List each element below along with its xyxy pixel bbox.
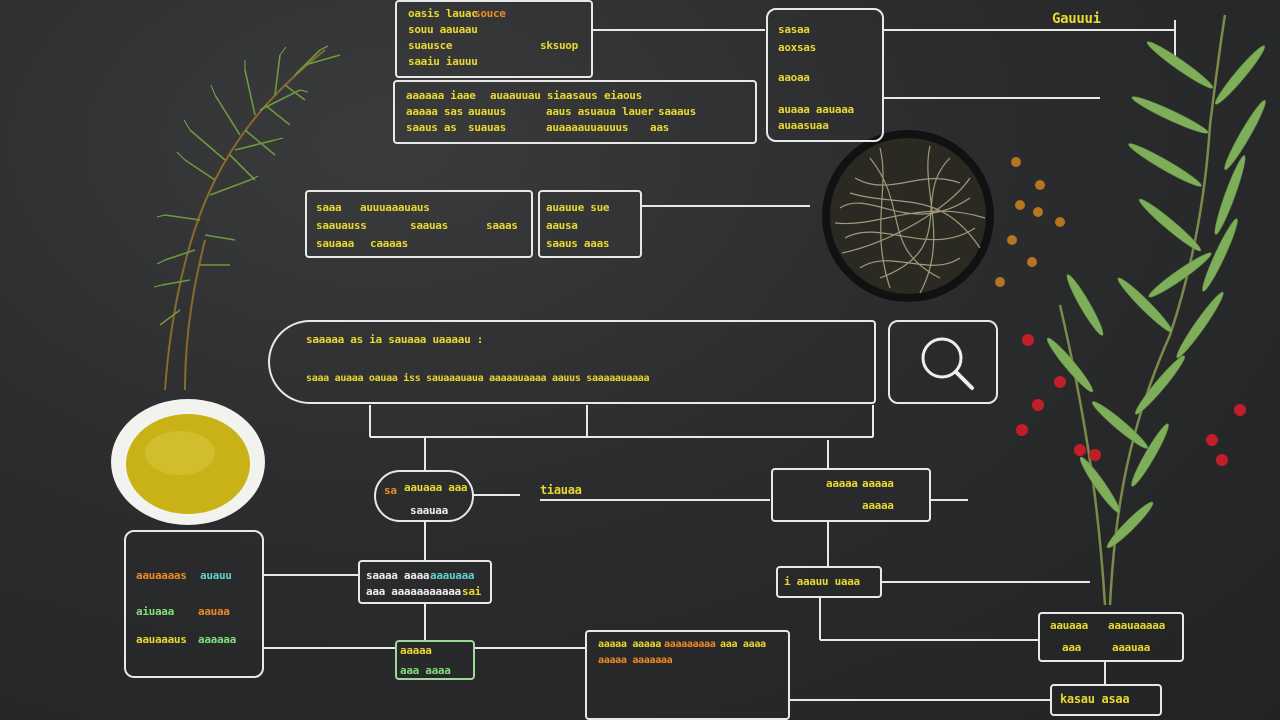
flow-small-node [776,566,882,598]
right-bottom-node [1038,612,1184,662]
bottom-center-panel [585,630,790,720]
node-text: aaauaaaaa [1108,619,1165,632]
wide-box-text: aaus asuaua [546,105,616,118]
legend-text: aauaaaas [136,569,187,582]
legend-text: auauu [200,569,232,582]
wide-box-text: suauas [468,121,506,134]
legend-text: aaaaaa [198,633,236,646]
wide-box-text: aas [650,121,669,134]
dill-sprig-illustration [153,45,341,390]
top-box-text: oasis lauac [408,7,478,20]
top-box-text: souu aauaau [408,23,478,36]
legend-text: aiuaaa [136,605,174,618]
node-text: aaaaa [862,477,894,490]
corner-output-box [1050,684,1162,716]
rosemary-sprig-illustration [1046,14,1266,606]
mid-box-text: auauue sue [546,201,610,214]
peppercorns-illustration [995,157,1246,466]
right-box-text: aoxsas [778,41,816,54]
bottom-small-node [395,640,475,680]
panel-text: aaaaaaaaa [664,639,716,650]
wide-box-text: auaauuau siaasaus [490,89,598,102]
top-box-text: suausce [408,39,453,52]
mid-box-text: saaus aaas [546,237,610,250]
pill-text: saauaa [410,504,448,517]
node-text: aaa aaaa [400,664,451,677]
flow-label: tiauaa [540,483,582,497]
mid-box-text: sauaaa [316,237,354,250]
herb-bowl-illustration [822,130,994,302]
panel-text: aaaaa aaaaa [598,639,661,650]
panel-text: aaaaa aaaaaaa [598,655,673,666]
search-bar-text: saaaaa as ia sauaaa uaaaau : [306,333,484,346]
wide-box-text: aaaaa sas [406,105,463,118]
top-info-box [395,0,593,78]
wide-box-text: aaaaaa iaae [406,89,476,102]
search-icon [921,337,974,390]
node-text: saaaa aaaa [366,569,430,582]
wide-box-text: auauus [468,105,506,118]
node-text: aaaaa [826,477,858,490]
right-box-text: auaaa aauaaa [778,103,854,116]
node-text: aaaaa [862,499,894,512]
mid-box-text: saauauss [316,219,367,232]
olive-oil-dish-illustration [111,399,265,525]
legend-text: aauaa [198,605,230,618]
flow-middle-node [358,560,492,604]
right-box-text: sasaa [778,23,810,36]
legend-text: aauaaaus [136,633,187,646]
node-text: aaa [1062,641,1081,654]
top-box-text: sksuop [540,39,578,52]
mid-box-text: caaaas [370,237,408,250]
mid-box-text: auuuaaauaus [360,201,430,214]
pill-text: aauaaa aaa [404,481,468,494]
right-box-text: auaasuaa [778,119,829,132]
panel-text: aaa aaaa [720,639,766,650]
mid-box-text: saauas [410,219,448,232]
mid-box-text: aausa [546,219,578,232]
node-text: aaa aaaaaaaaaaa [366,585,461,598]
mid-box-text: saaa [316,201,342,214]
flow-pill-node [374,470,474,522]
pill-text: sa [384,484,397,497]
left-legend-panel [124,530,264,678]
wide-box-text: saaus as [406,121,457,134]
node-text: aauaaa [1050,619,1088,632]
search-bar[interactable] [268,320,876,404]
search-input[interactable]: saaa auaaa oauaa iss sauaaauaua aaaaauaa… [306,373,650,384]
node-text: aaauaa [1112,641,1150,654]
wide-box-text: eiaous [604,89,642,102]
wide-box-text: auaaaauuauuus [546,121,629,134]
node-text: kasau asaa [1060,692,1130,706]
corner-title: Gauuui [1052,11,1101,27]
top-box-text: souce [474,7,506,20]
middle-right-box [538,190,642,258]
wide-box-text: saaaus [658,105,696,118]
wide-box-text: lauer [622,105,654,118]
flow-right-node [771,468,931,522]
search-button[interactable] [888,320,998,404]
top-box-text: saaiu iauuu [408,55,478,68]
node-text: sai [462,585,481,598]
node-text: i aaauu uaaa [784,575,860,588]
right-top-box [766,8,884,142]
node-text: aaauaaa [430,569,475,582]
right-box-text: aaoaa [778,71,810,84]
top-wide-box [393,80,757,144]
node-text: aaaaa [400,644,432,657]
middle-left-box [305,190,533,258]
mid-box-text: saaas [486,219,518,232]
